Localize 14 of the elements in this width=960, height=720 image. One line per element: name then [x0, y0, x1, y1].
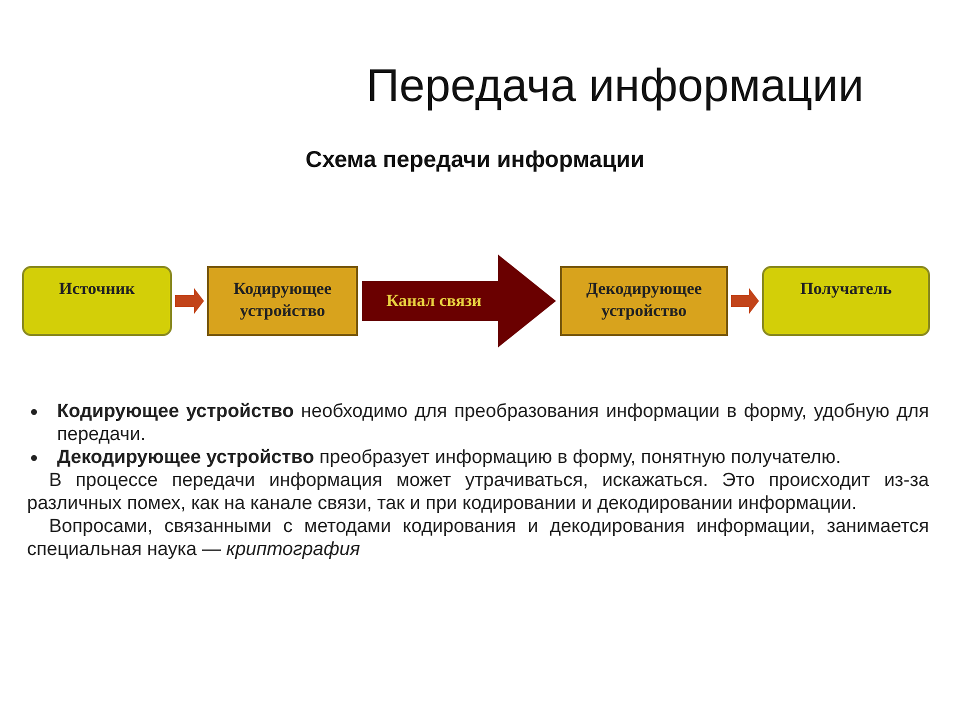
- block-arrow: [362, 254, 556, 348]
- paragraph: Декодирующее устройство преобразует информацию в форму, понятную получателю.: [57, 447, 841, 468]
- edge-label: Канал связи: [386, 291, 482, 311]
- paragraph: Кодирующее устройство необходимо для преобразования информации в форму, удобную для передачи.: [57, 401, 929, 445]
- process-box: Кодирующее устройство: [207, 266, 358, 336]
- arrow: [731, 288, 759, 314]
- arrow: [175, 288, 204, 314]
- process-box: Источник: [22, 266, 172, 336]
- process-box: Декодирующее устройство: [560, 266, 728, 336]
- subtitle: Схема передачи информации: [304, 146, 646, 173]
- paragraph: В процессе передачи информация может утрачиваться, искажаться. Это происходит из-за различных помех, как на канале связи, так и при кодировании и декодировании информации.: [27, 470, 929, 514]
- paragraph: Вопросами, связанными с методами кодирования и декодирования информации, занимается специальная наука — криптография: [27, 516, 929, 560]
- process-box: Получатель: [762, 266, 930, 336]
- title: Передача информации: [365, 58, 865, 112]
